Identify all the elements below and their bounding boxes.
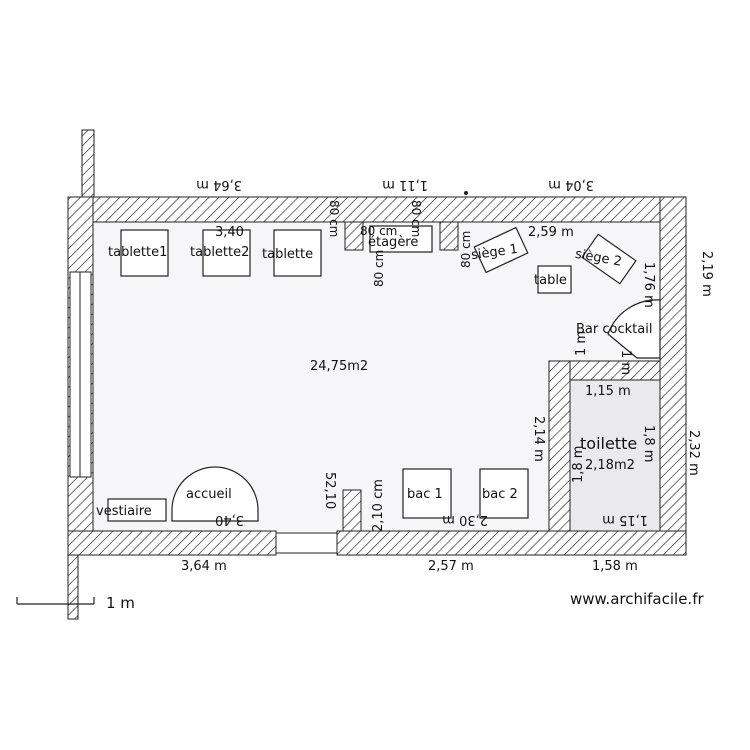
dim-top-left: 3,64 m [196, 177, 242, 192]
dim-toilet-outer-left: 2,14 m [531, 416, 546, 462]
dim-vert-d: 80 cm [459, 231, 473, 268]
pillar-bottom [342, 489, 362, 532]
dim-toilet-bottom: 1,15 m [602, 512, 648, 527]
etagere-box [369, 225, 433, 253]
dim-top-right: 3,04 m [548, 177, 594, 192]
bar-label: Bar cocktail [576, 322, 652, 337]
wall-stub-bottom [67, 554, 79, 620]
dim-right-outer-upper: 2,19 m [699, 251, 714, 297]
dim-toilet-right: 1,8 m [641, 425, 656, 462]
dim-inner-bottom-mid: 2,30 m [442, 512, 488, 527]
bar-cocktail-shape [607, 299, 661, 359]
bac1-box [402, 468, 452, 519]
dim-toilet-top: 1,15 m [585, 384, 631, 399]
toilet-floor [570, 380, 660, 531]
main-area-label: 24,75m2 [310, 359, 368, 374]
tablette2-box [202, 229, 251, 277]
tablette3-label: tablette [262, 247, 313, 262]
vestiaire-box [107, 498, 167, 522]
dim-inner-top-left: 3,40 [215, 225, 244, 240]
dim-top-mid: 1,11 m [382, 177, 428, 192]
tablette2-label: tablette2 [190, 245, 249, 260]
pillar-top-2 [439, 221, 459, 251]
dim-bottom-mid: 2,57 m [428, 559, 474, 574]
dim-vert-a: 80 cm [327, 200, 341, 237]
dim-inner-top-right: 2,59 m [528, 225, 574, 240]
dim-right-outer-lower: 2,32 m [686, 430, 701, 476]
dim-vert-b: 80 cm [372, 250, 386, 287]
dim-bar-small: 1 m [574, 331, 589, 356]
tablette1-label: tablette1 [108, 245, 167, 260]
dim-top-dot [464, 191, 468, 195]
dim-bar-right: 1,76 m [641, 262, 656, 308]
accueil-shape [171, 466, 259, 522]
scale-label: 1 m [106, 594, 135, 612]
dim-door-right: 2,10 cm [371, 479, 386, 532]
bac2-box [479, 468, 529, 519]
table-label: table [534, 273, 567, 288]
dim-vert-c: 80 cm [409, 200, 423, 237]
door-opening-bottom [275, 532, 338, 554]
siege2-box [581, 233, 637, 285]
toilet-partition [548, 360, 661, 532]
tablette3-box [273, 229, 322, 277]
watermark: www.archifacile.fr [570, 590, 704, 608]
table-box [537, 265, 572, 294]
dim-bottom-left: 3,64 m [181, 559, 227, 574]
siege1-box [473, 226, 529, 274]
bac2-label: bac 2 [482, 487, 518, 502]
pillar-top-1 [344, 221, 364, 251]
scale-bar [16, 597, 95, 605]
tablette1-box [120, 229, 169, 277]
dim-bar-small2: 1 m [618, 350, 633, 375]
dim-bottom-right: 1,58 m [592, 559, 638, 574]
siege1-label: siège 1 [470, 242, 519, 263]
dim-door-left: 52,10 [322, 472, 337, 509]
toilet-label: toilette [580, 434, 637, 453]
wall-stub-top [81, 129, 95, 199]
etagere-label: étagère [368, 235, 418, 250]
bac1-label: bac 1 [407, 487, 443, 502]
vestiaire-label: vestiaire [96, 504, 152, 519]
dim-inner-bottom-left: 3,40 [215, 512, 244, 527]
dim-etagere: 80 cm [360, 224, 397, 238]
accueil-label: accueil [186, 487, 232, 502]
toilet-area-label: 2,18m2 [585, 458, 635, 473]
dim-toilet-left: 1,8 m [571, 446, 586, 483]
